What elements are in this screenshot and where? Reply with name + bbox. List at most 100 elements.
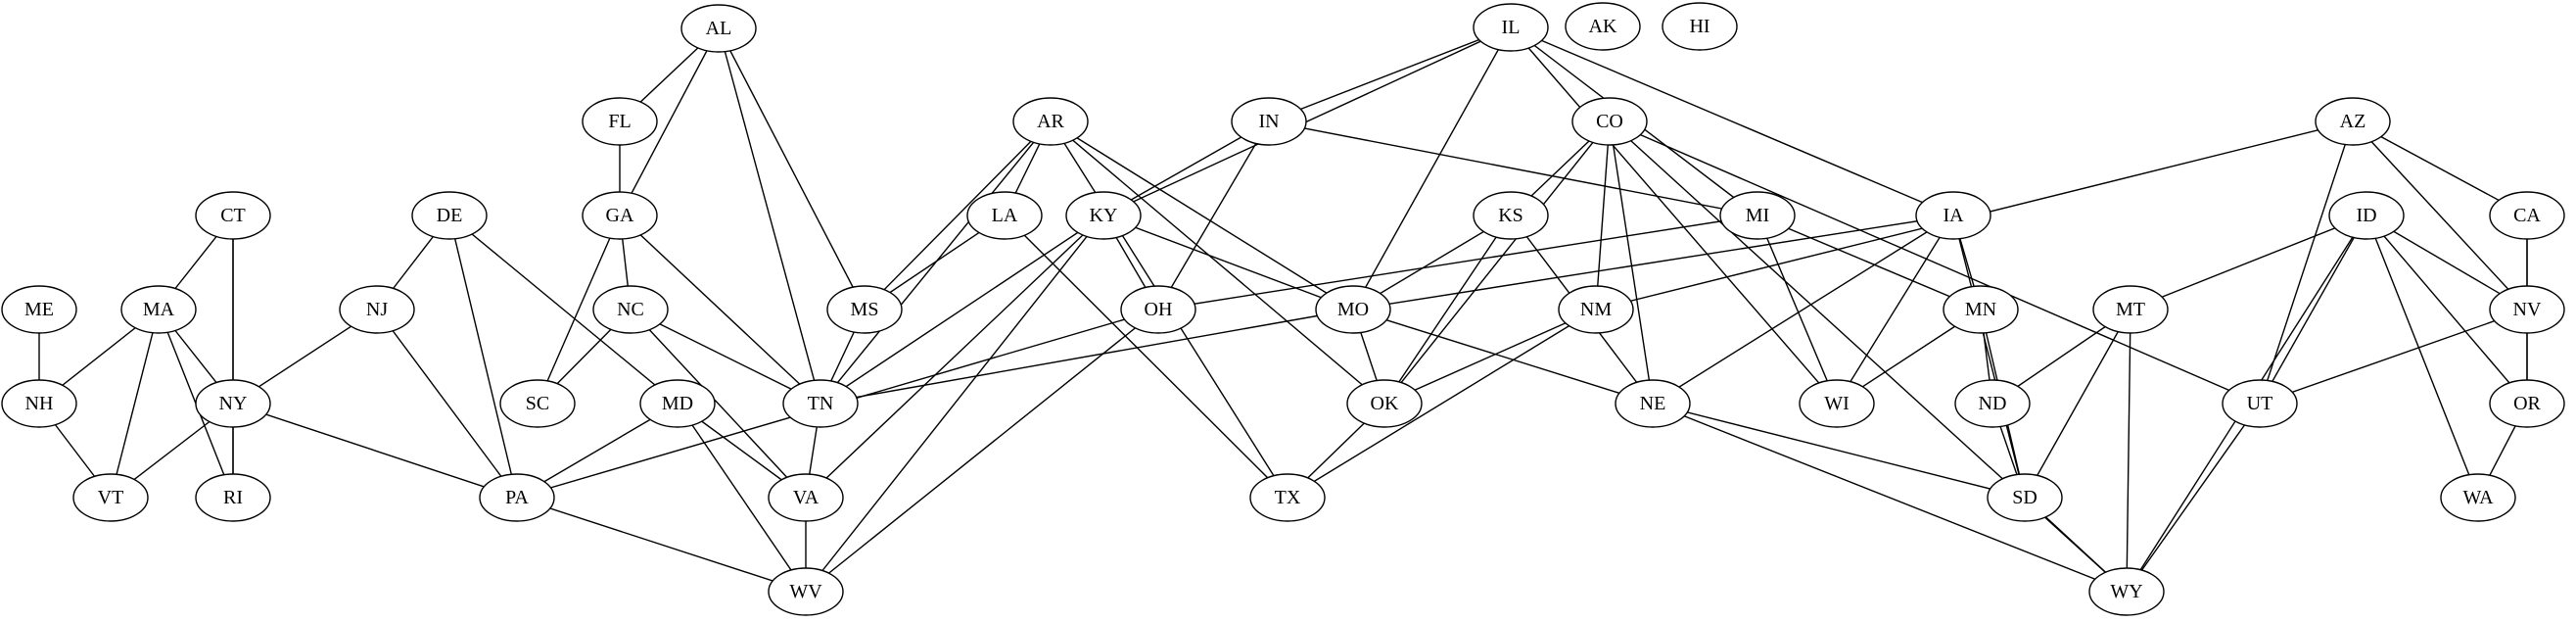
node-label: NH: [25, 393, 54, 414]
edge-id-wa: [2365, 215, 2479, 499]
edge-co-ne: [1609, 120, 1654, 405]
node-ri: RI: [195, 473, 271, 522]
edge-co-wy: [1609, 120, 2128, 593]
edge-al-ms: [718, 27, 866, 311]
node-tx: TX: [1249, 473, 1326, 522]
node-fl: FL: [582, 97, 658, 146]
node-ellipse: [768, 473, 844, 522]
node-label: FL: [608, 111, 631, 132]
node-ellipse: [826, 285, 903, 334]
node-ellipse: [1571, 97, 1648, 146]
node-ellipse: [1915, 191, 1991, 240]
node-ellipse: [1615, 379, 1691, 428]
node-label: MD: [662, 393, 693, 414]
node-co: CO: [1571, 97, 1648, 146]
edge-ia-mo: [1352, 215, 1954, 311]
node-label: IA: [1943, 205, 1964, 226]
edge-nc-va: [630, 309, 807, 499]
node-label: NM: [1580, 299, 1612, 320]
node-label: HI: [1689, 16, 1710, 37]
node-ca: CA: [2489, 191, 2565, 240]
node-ellipse: [1, 379, 77, 428]
node-ellipse: [195, 379, 271, 428]
node-tn: TN: [782, 379, 859, 428]
node-ellipse: [499, 379, 576, 428]
edge-ma-vt: [110, 309, 160, 499]
node-ct: CT: [195, 191, 271, 240]
node-ellipse: [2315, 97, 2391, 146]
node-label: ND: [1979, 393, 2007, 414]
node-label: NY: [219, 393, 248, 414]
edge-il-ky: [1102, 26, 1512, 216]
edge-de-pa: [448, 215, 518, 499]
node-label: AK: [1589, 16, 1617, 37]
node-label: OR: [2513, 393, 2541, 414]
node-ellipse: [1662, 2, 1738, 51]
node-ellipse: [2489, 379, 2565, 428]
node-ellipse: [592, 285, 669, 334]
node-label: PA: [505, 487, 529, 508]
edge-nv-ut: [2259, 309, 2528, 405]
node-sc: SC: [499, 379, 576, 428]
node-ellipse: [1346, 379, 1423, 428]
node-ga: GA: [582, 191, 658, 240]
node-ellipse: [1473, 3, 1549, 52]
edge-mi-oh: [1157, 215, 1758, 311]
node-ellipse: [2489, 285, 2565, 334]
edge-pa-wv: [516, 497, 807, 593]
node-ellipse: [2489, 191, 2565, 240]
node-label: DE: [437, 205, 463, 226]
edge-az-ut: [2259, 120, 2354, 405]
node-mo: MO: [1315, 285, 1391, 334]
edge-ar-mo: [1050, 120, 1354, 311]
node-label: UT: [2247, 393, 2273, 414]
node-label: NJ: [366, 299, 388, 320]
node-label: OH: [1145, 299, 1173, 320]
node-ellipse: [1231, 97, 1307, 146]
node-ellipse: [1012, 97, 1089, 146]
node-in: IN: [1231, 97, 1307, 146]
node-label: ME: [24, 299, 54, 320]
node-ellipse: [2328, 191, 2405, 240]
node-al: AL: [680, 4, 757, 53]
edge-ia-ne: [1652, 215, 1954, 405]
node-ellipse: [639, 379, 716, 428]
edge-ky-tn: [820, 215, 1104, 405]
node-de: DE: [411, 191, 488, 240]
node-mt: MT: [2092, 285, 2169, 334]
node-label: CO: [1596, 111, 1623, 132]
edge-ar-ms: [864, 120, 1052, 311]
node-ellipse: [120, 285, 197, 334]
node-label: TN: [808, 393, 834, 414]
node-label: ID: [2356, 205, 2376, 226]
node-ellipse: [1558, 285, 1634, 334]
node-label: AL: [706, 18, 732, 39]
edge-mi-wi: [1756, 215, 1838, 405]
node-la: LA: [966, 191, 1043, 240]
edge-md-wv: [677, 403, 807, 593]
node-pa: PA: [479, 473, 555, 522]
node-label: NE: [1640, 393, 1666, 414]
node-ellipse: [1473, 191, 1549, 240]
edge-id-ut: [2259, 215, 2367, 405]
node-ny: NY: [195, 379, 271, 428]
node-label: AR: [1037, 111, 1064, 132]
node-ms: MS: [826, 285, 903, 334]
node-ellipse: [582, 191, 658, 240]
node-id: ID: [2328, 191, 2405, 240]
node-ma: MA: [120, 285, 197, 334]
node-ak: AK: [1565, 2, 1641, 51]
node-ellipse: [966, 191, 1043, 240]
edge-il-in: [1268, 26, 1512, 122]
edge-al-ga: [619, 27, 720, 216]
node-label: MS: [851, 299, 879, 320]
node-nm: NM: [1558, 285, 1634, 334]
edge-in-oh: [1157, 120, 1270, 311]
node-label: NC: [617, 299, 644, 320]
node-ellipse: [2088, 567, 2165, 616]
edge-la-tx: [1004, 215, 1288, 499]
node-label: WV: [789, 581, 822, 602]
edge-ne-sd: [1652, 403, 2026, 499]
edge-ky-va: [805, 215, 1104, 499]
node-ellipse: [1065, 191, 1142, 240]
